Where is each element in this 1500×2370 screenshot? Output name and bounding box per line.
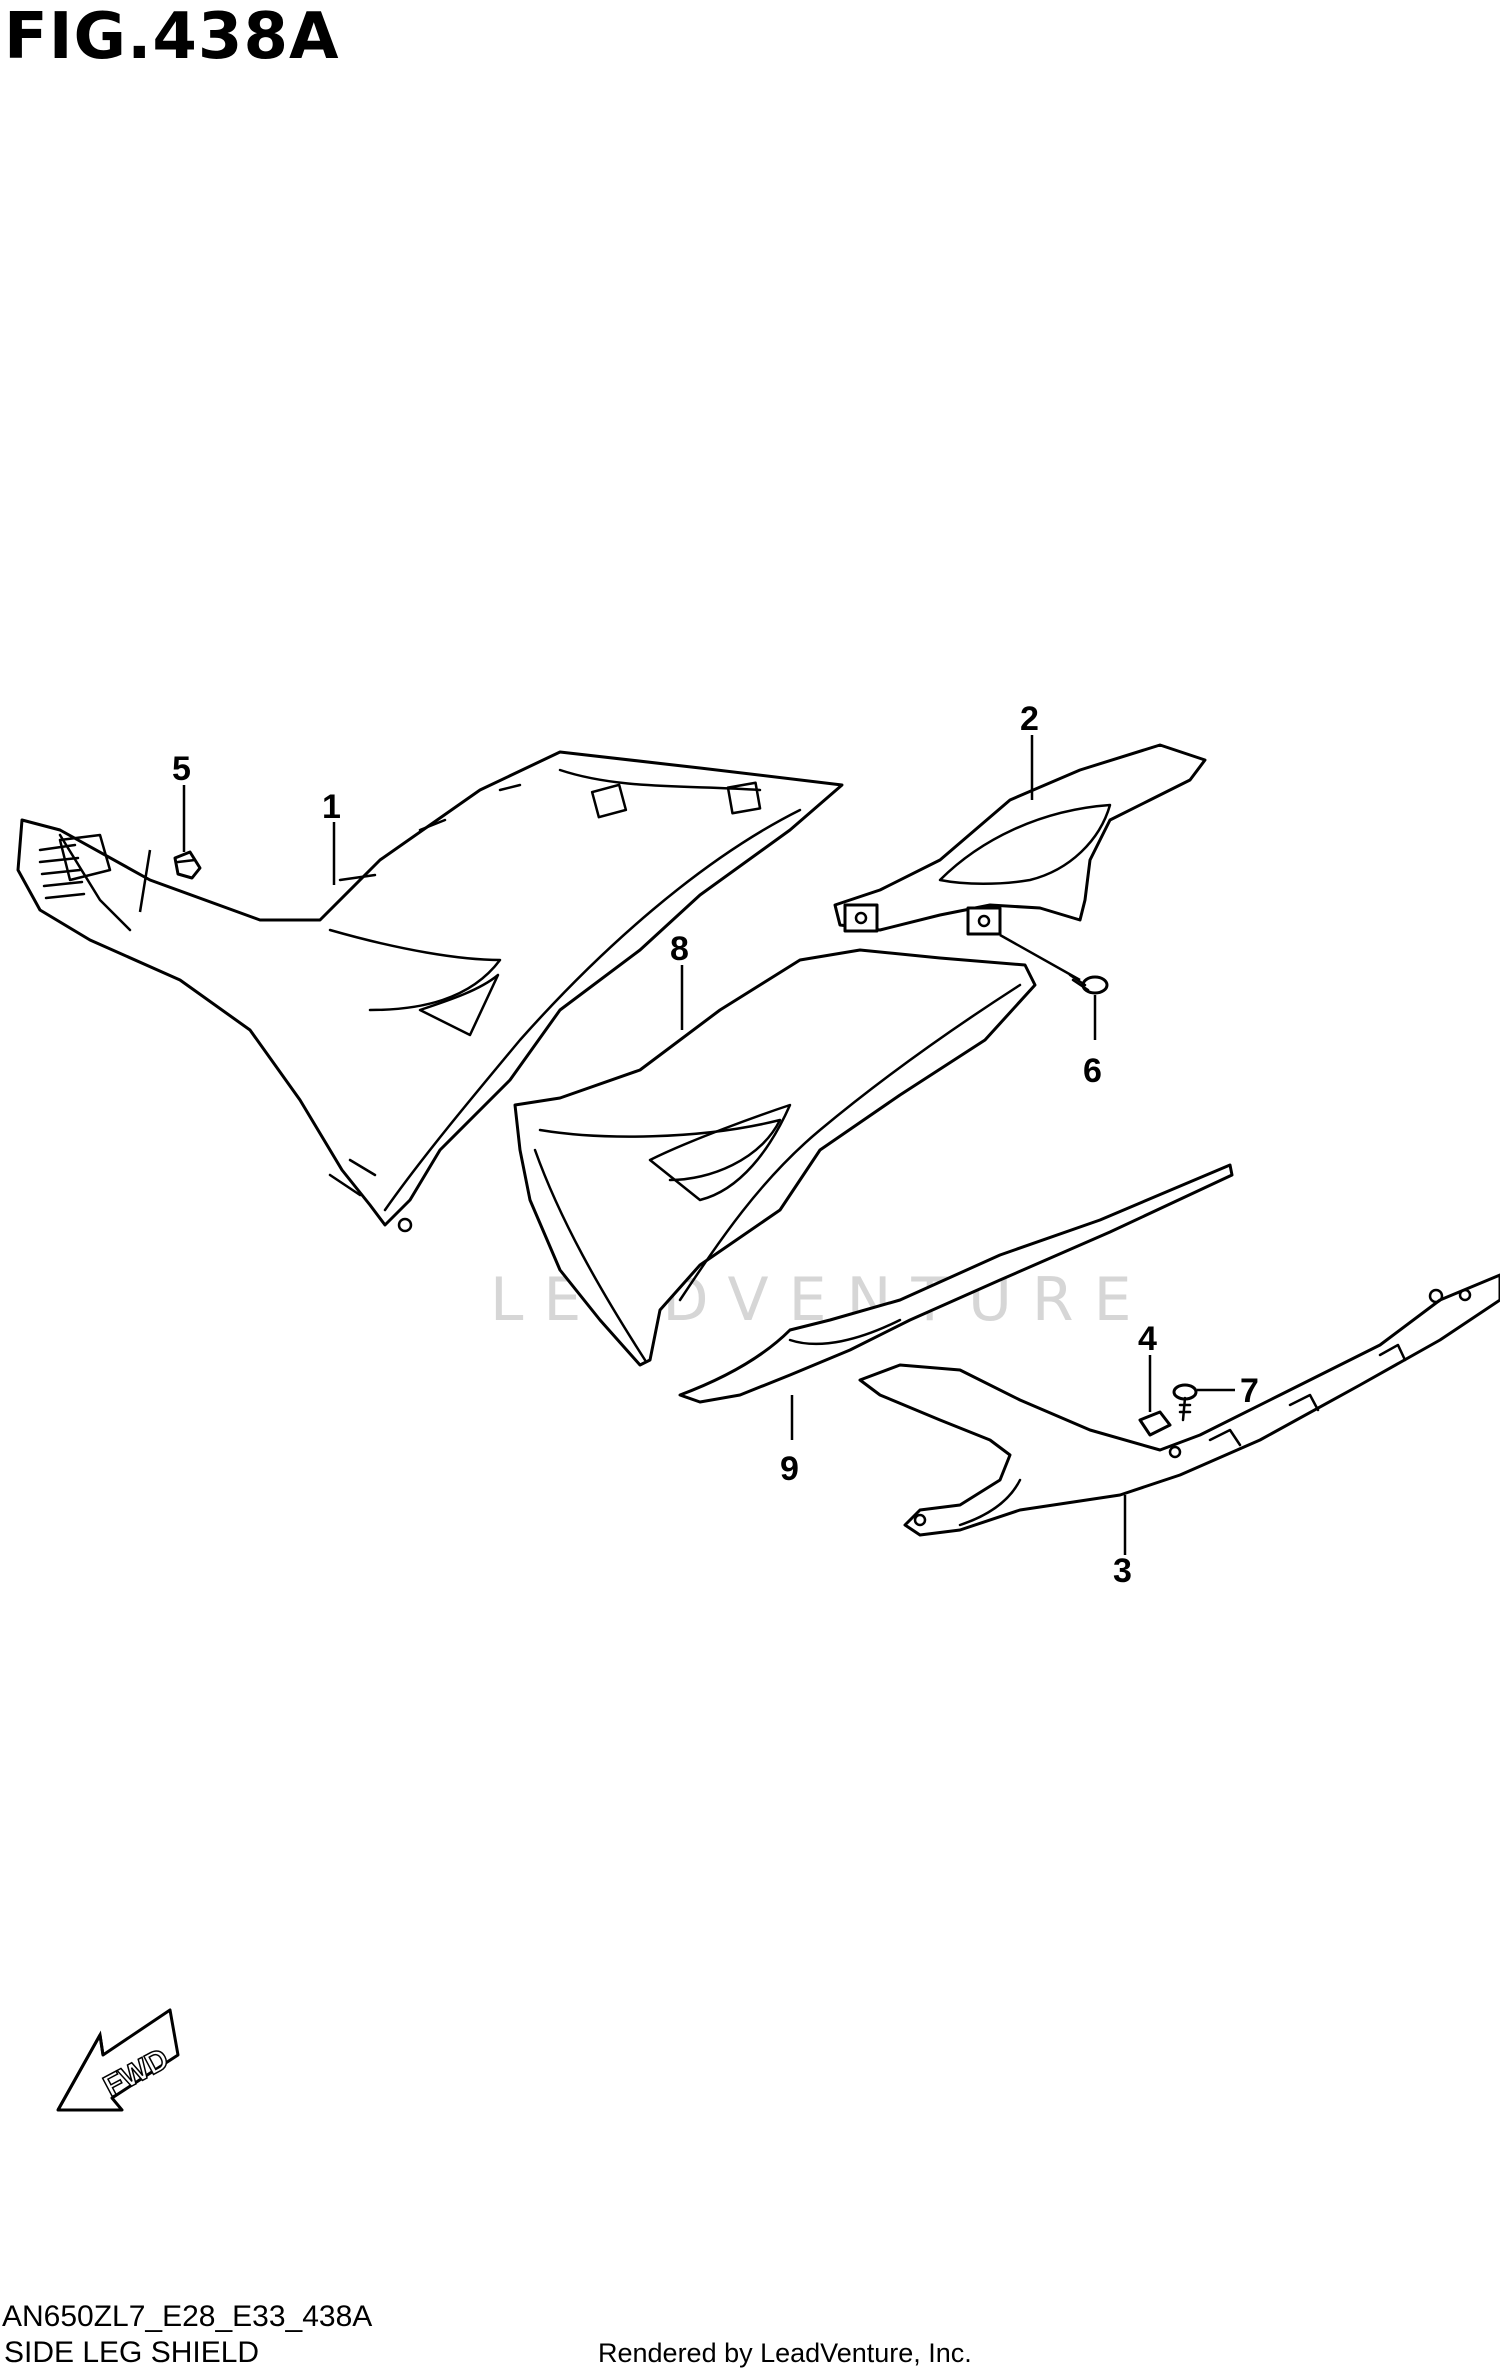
callout-5[interactable]: 5 xyxy=(172,750,191,788)
leader-line-6-b xyxy=(999,933,1081,982)
callout-8[interactable]: 8 xyxy=(670,930,689,968)
section-name: SIDE LEG SHIELD xyxy=(4,2336,260,2369)
fwd-direction-arrow: FWD xyxy=(56,2008,180,2112)
figure-title: FIG.438A xyxy=(4,0,340,74)
callout-9[interactable]: 9 xyxy=(780,1450,799,1488)
part-4-nut[interactable] xyxy=(1138,1410,1172,1437)
diagram-code: AN650ZL7_E28_E33_438A xyxy=(2,2300,373,2333)
render-credit: Rendered by LeadVenture, Inc. xyxy=(598,2338,972,2368)
part-8-side-panel[interactable] xyxy=(513,948,1037,1367)
callout-2[interactable]: 2 xyxy=(1020,700,1039,738)
part-2-bracket[interactable] xyxy=(833,743,1207,936)
part-5-clip[interactable] xyxy=(173,850,202,880)
part-7-screw[interactable] xyxy=(1172,1383,1198,1422)
part-3-lower-rail[interactable] xyxy=(858,1273,1500,1537)
callout-6[interactable]: 6 xyxy=(1083,1052,1102,1090)
callout-3[interactable]: 3 xyxy=(1113,1552,1132,1590)
callout-7[interactable]: 7 xyxy=(1240,1372,1259,1410)
callout-4[interactable]: 4 xyxy=(1138,1320,1157,1358)
part-9-lower-strip[interactable] xyxy=(678,1163,1234,1404)
part-1-side-leg-shield[interactable] xyxy=(16,750,844,1233)
part-6-screw[interactable] xyxy=(1068,973,1109,995)
leader-line-5-b xyxy=(138,849,152,913)
callout-1[interactable]: 1 xyxy=(322,788,341,826)
